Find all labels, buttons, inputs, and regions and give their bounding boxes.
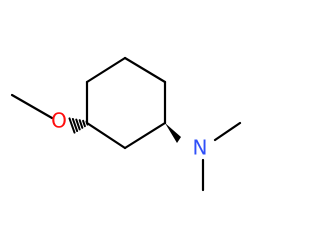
bond-nitrogen-methyl-upper (213, 121, 242, 142)
structure-canvas: O N (10, 56, 242, 192)
ring-bond-c1-c2 (123, 56, 167, 84)
ring-bond-c4-c5 (85, 121, 127, 150)
ring-bond-c3-c4 (123, 121, 167, 150)
bond-oxygen-methyl (10, 93, 54, 120)
ring-bond-c6-c1 (85, 56, 127, 84)
oxygen-atom-label: O (51, 109, 67, 133)
ring-bonds (85, 56, 167, 150)
molecule-drawing: O N (10, 56, 242, 192)
solid-wedge-bond-to-nitrogen (165, 123, 181, 143)
hashed-wedge-bond-to-oxygen (68, 117, 89, 134)
nitrogen-atom-label: N (193, 136, 208, 160)
